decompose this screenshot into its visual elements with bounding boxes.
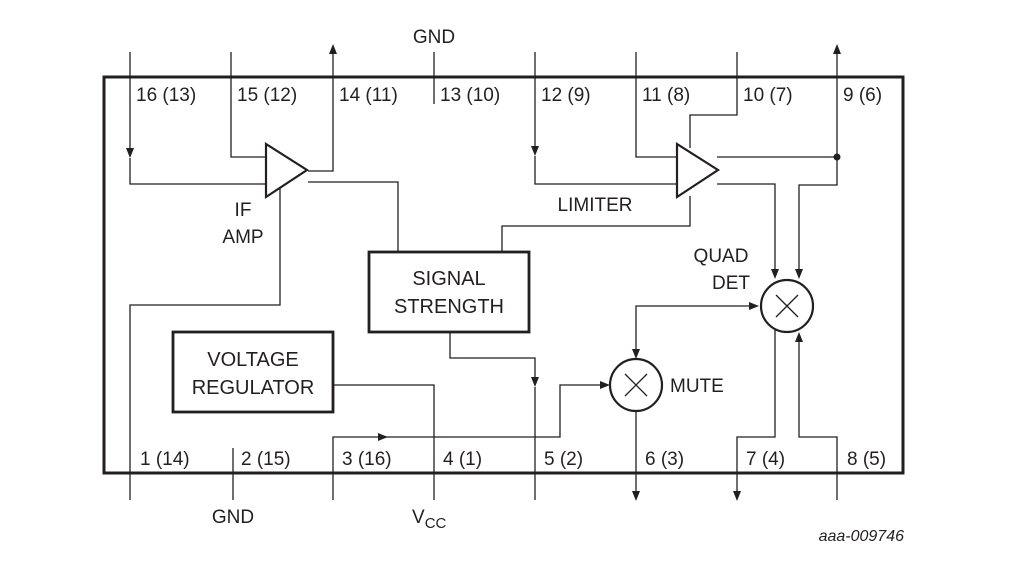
- bottom-pins: 1 (14) 2 (15) 3 (16) 4 (1) 5 (2) 6 (3) 7…: [129, 448, 886, 532]
- pin-9-output-arrow: [833, 44, 841, 54]
- if-amp-triangle: [264, 141, 310, 200]
- limiter-block: LIMITER: [558, 141, 721, 216]
- ic-package-outline: [102, 75, 905, 475]
- pin-16-label: 16 (13): [136, 85, 196, 106]
- gnd-top-label: GND: [413, 27, 455, 48]
- voltage-regulator-block: VOLTAGE REGULATOR: [171, 330, 335, 414]
- pin-12-label: 12 (9): [541, 85, 591, 106]
- if-amp-label-line1: IF: [235, 200, 252, 221]
- wire-pin10-to-limiter: [689, 77, 738, 148]
- mute-input-arrow: [600, 381, 610, 389]
- voltage-regulator-label-line1: VOLTAGE: [207, 349, 299, 371]
- pin-4-label: 4 (1): [443, 449, 482, 470]
- pin-15-label: 15 (12): [237, 85, 297, 106]
- pin16-input-arrow: [126, 148, 134, 158]
- signal-strength-box: [367, 250, 531, 334]
- mute-x-line-b: [624, 373, 648, 397]
- limiter-triangle: [675, 141, 721, 200]
- quad-det-block: QUAD DET: [694, 246, 815, 334]
- wire-limiter-to-signal-strength: [501, 196, 691, 252]
- pin8-arrow: [795, 332, 803, 342]
- mute-block: MUTE: [608, 357, 724, 413]
- wire-quad-det-to-mute: [635, 305, 750, 350]
- pin-8-label: 8 (5): [847, 449, 886, 470]
- wire-pin15-to-ifamp: [230, 77, 269, 158]
- pin-10-label: 10 (7): [743, 85, 793, 106]
- internal-wiring: [126, 77, 841, 473]
- if-amp-label-line2: AMP: [222, 227, 263, 248]
- quad-det-input-arrow-right: [795, 269, 803, 279]
- gnd-bottom-label: GND: [212, 507, 254, 528]
- if-amp-block: IF AMP: [222, 141, 310, 248]
- wire-ifamp-to-pin1: [129, 188, 281, 473]
- pin12-input-arrow: [531, 146, 539, 156]
- voltage-regulator-label-line2: REGULATOR: [192, 377, 315, 399]
- quad-det-x-line-b: [775, 294, 799, 318]
- wire-ifamp-to-pin14: [308, 77, 334, 172]
- pin-2-label: 2 (15): [241, 449, 291, 470]
- pin-6-label: 6 (3): [645, 449, 684, 470]
- mute-label: MUTE: [670, 376, 724, 397]
- figure-id: aaa-009746: [819, 528, 905, 545]
- wire-limiter-to-quad-det: [717, 183, 776, 270]
- pin-14-output-arrow: [329, 44, 337, 54]
- signal-strength-label-line1: SIGNAL: [412, 268, 485, 290]
- wire-pin12-to-limiter: [534, 156, 680, 185]
- pin-13-label: 13 (10): [440, 85, 500, 106]
- wire-regulator-to-pin4: [333, 384, 435, 473]
- quad-det-out-arrow: [749, 302, 759, 310]
- limiter-label: LIMITER: [558, 195, 633, 216]
- wire-signal-strength-to-pin5: [449, 332, 536, 378]
- signal-strength-block: SIGNAL STRENGTH: [367, 250, 531, 334]
- vcc-label: VCC: [412, 507, 447, 532]
- pin-7-output-arrow: [733, 491, 741, 501]
- pin-11-label: 11 (8): [642, 85, 690, 106]
- pin-1-label: 1 (14): [140, 449, 190, 470]
- pin-7-label: 7 (4): [746, 449, 785, 470]
- pin-6-output-arrow: [632, 491, 640, 501]
- wire-pin11-to-limiter: [635, 77, 677, 158]
- signal-strength-label-line2: STRENGTH: [394, 296, 504, 318]
- quad-det-input-arrow-left: [771, 269, 779, 279]
- wire-pin8-to-quad-det: [798, 342, 838, 473]
- voltage-regulator-box: [171, 330, 335, 414]
- wire-pin3-to-mute: [332, 384, 600, 473]
- quad-det-label-line2: DET: [712, 273, 750, 294]
- pin-14-label: 14 (11): [339, 85, 398, 106]
- mute-top-arrow: [632, 349, 640, 359]
- pin-5-label: 5 (2): [544, 449, 583, 470]
- wire-pin16-to-ifamp: [129, 158, 274, 185]
- quad-det-label-line1: QUAD: [694, 246, 749, 267]
- pin-9-label: 9 (6): [843, 85, 882, 106]
- pin-3-label: 3 (16): [342, 449, 392, 470]
- wire-ifamp-to-signal-strength: [308, 181, 399, 252]
- top-pins: 16 (13) 15 (12) 14 (11) 13 (10) 12 (9) 1…: [129, 27, 882, 106]
- pin3-arrow: [378, 433, 388, 441]
- wire-pin9-to-quad-det: [798, 157, 838, 270]
- wire-quad-det-to-pin7: [736, 330, 776, 473]
- pin5-arrow: [531, 377, 539, 387]
